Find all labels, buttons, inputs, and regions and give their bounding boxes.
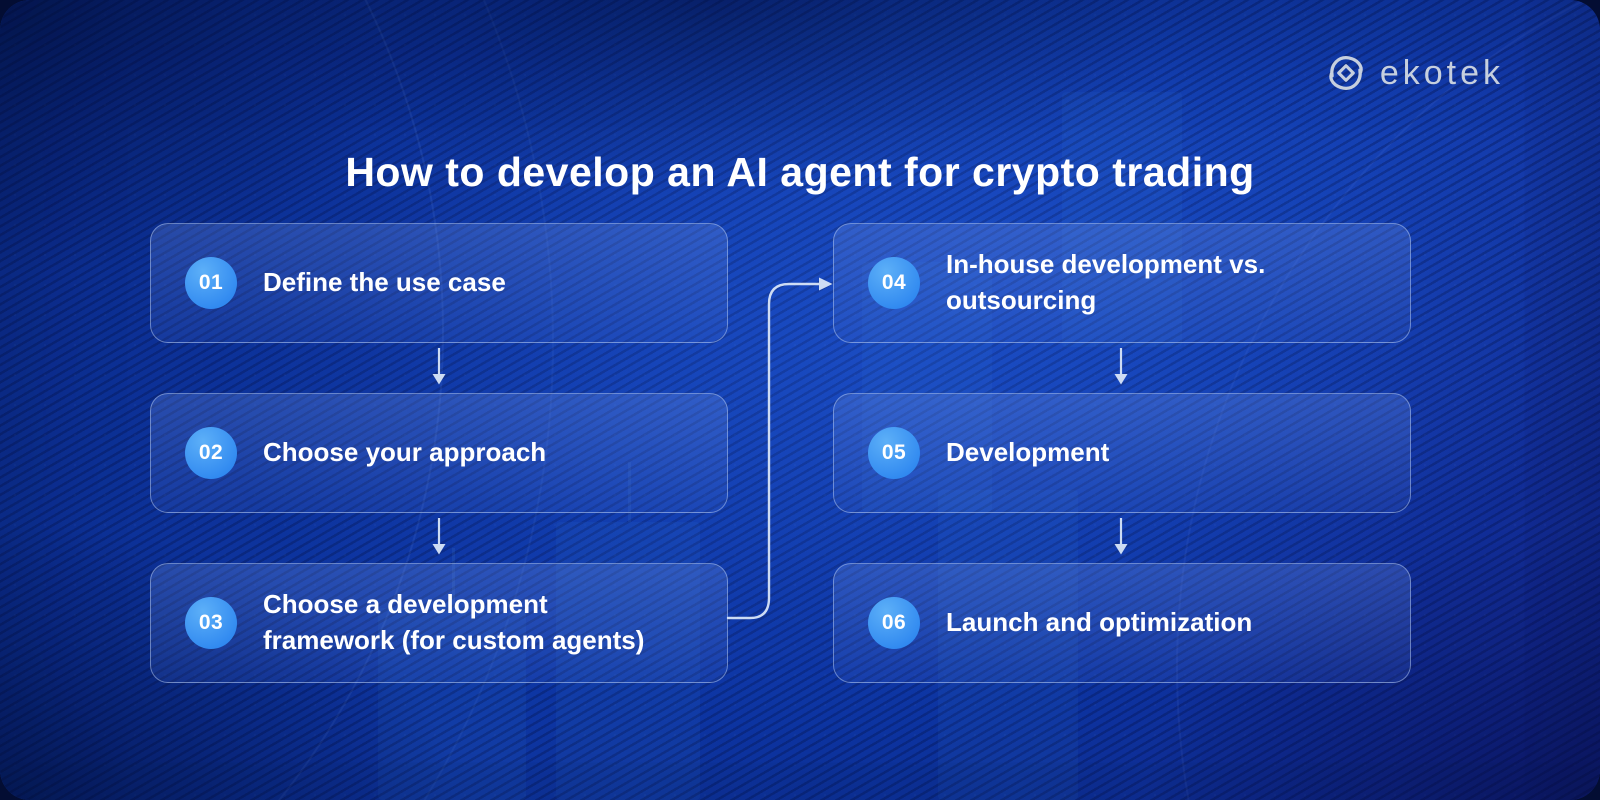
connector-arrow-3-4	[726, 277, 833, 620]
down-arrow-4-5	[1114, 348, 1128, 385]
down-arrow-1-2	[432, 348, 446, 385]
step-card-03: 03 Choose a development framework (for c…	[150, 563, 728, 683]
step-card-02: 02 Choose your approach	[150, 393, 728, 513]
step-card-05: 05 Development	[833, 393, 1411, 513]
step-number-badge: 01	[185, 257, 237, 309]
step-card-01: 01 Define the use case	[150, 223, 728, 343]
brand-name: ekotek	[1379, 54, 1504, 92]
step-label: Choose your approach	[263, 437, 547, 468]
step-label: Define the use case	[263, 267, 506, 298]
page-title: How to develop an AI agent for crypto tr…	[345, 149, 1255, 196]
step-label: In-house development vs. outsourcing	[946, 249, 1266, 315]
step-label: Launch and optimization	[946, 607, 1253, 638]
step-card-06: 06 Launch and optimization	[833, 563, 1411, 683]
step-number-badge: 06	[868, 597, 920, 649]
step-number-badge: 04	[868, 257, 920, 309]
step-number-badge: 05	[868, 427, 920, 479]
step-card-04: 04 In-house development vs. outsourcing	[833, 223, 1411, 343]
step-number-badge: 02	[185, 427, 237, 479]
ekotek-logo-icon	[1323, 50, 1369, 96]
brand-logo: ekotek	[1323, 50, 1504, 96]
step-label: Choose a development framework (for cust…	[263, 589, 645, 655]
step-number-badge: 03	[185, 597, 237, 649]
step-label: Development	[946, 437, 1110, 468]
down-arrow-2-3	[432, 518, 446, 555]
down-arrow-5-6	[1114, 518, 1128, 555]
